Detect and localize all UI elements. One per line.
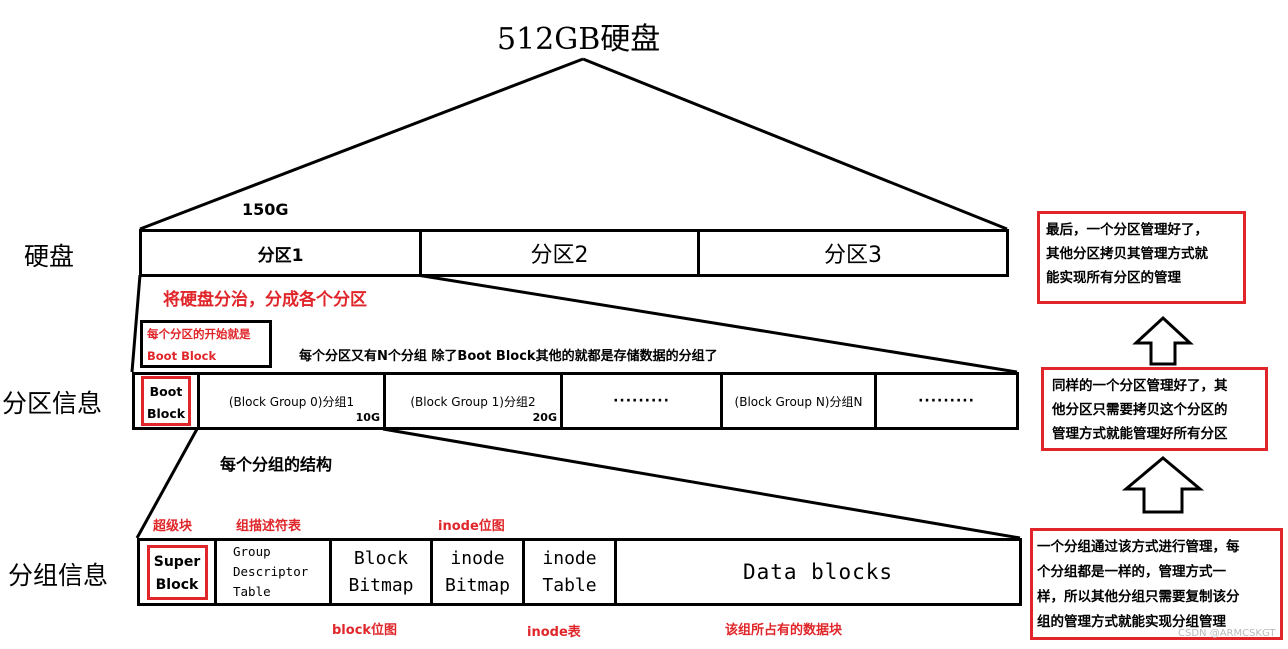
block-group-1-label: (Block Group 1)分组2: [410, 394, 536, 409]
block-group-0-label: (Block Group 0)分组1: [228, 394, 355, 409]
row-label-group: 分组信息: [8, 561, 109, 590]
note-middle-line1: 同样的一个分区管理好了，其: [1052, 378, 1228, 394]
note-top-line3: 能实现所有分区的管理: [1046, 270, 1181, 286]
block-group-0-size: 10G: [355, 411, 380, 424]
arrow-up-icon: [1132, 315, 1194, 366]
note-middle-line2: 他分区只需要拷贝这个分区的: [1052, 402, 1228, 418]
super-block-line2: Block: [155, 576, 199, 593]
note-bottom-line1: 一个分组通过该方式进行管理，每: [1037, 539, 1240, 555]
inode-bitmap: inode Bitmap: [433, 541, 525, 603]
gdt-line1: Group: [233, 544, 271, 559]
group-right-line: [382, 427, 1021, 540]
partition-2: 分区2: [422, 232, 700, 274]
boot-block-cell: Boot Block: [135, 375, 200, 427]
super-block: Super Block: [146, 544, 208, 600]
split-disk-annotation: 将硬盘分治，分成各个分区: [163, 290, 367, 310]
inode-bitmap-line1: inode: [450, 548, 505, 569]
label-inode-table: inode表: [527, 625, 581, 640]
block-group-n: (Block Group N)分组N: [723, 375, 877, 427]
gdt-line2: Descriptor: [233, 564, 309, 579]
group-bar: Super Block Group Descriptor Table Block…: [137, 538, 1022, 606]
row-label-partition: 分区信息: [2, 389, 103, 418]
note-bottom-line4: 组的管理方式就能实现分组管理: [1037, 614, 1226, 630]
ellipsis-cell-1: ·········: [563, 375, 723, 427]
block-group-0: (Block Group 0)分组1 10G: [200, 375, 386, 427]
partition-left-line: [130, 274, 142, 373]
partition-bar: Boot Block (Block Group 0)分组1 10G (Block…: [132, 372, 1019, 430]
note-bottom: 一个分组通过该方式进行管理，每 个分组都是一样的，管理方式一 样，所以其他分组只…: [1030, 528, 1283, 640]
gdt-line3: Table: [233, 584, 271, 599]
boot-block-line1: Boot: [149, 384, 183, 399]
label-block-bitmap: block位图: [332, 623, 398, 638]
group-note: 每个分区又有N个分组 除了Boot Block其他的就都是存储数据的分组了: [299, 349, 718, 364]
block-group-1: (Block Group 1)分组2 20G: [386, 375, 563, 427]
label-super-block: 超级块: [153, 519, 193, 534]
super-block-cell: Super Block: [140, 541, 217, 603]
label-inode-bitmap: inode位图: [438, 519, 505, 534]
row-label-disk: 硬盘: [24, 242, 75, 271]
note-middle-line3: 管理方式就能管理好所有分区: [1052, 426, 1228, 442]
disk-left-line: [139, 57, 584, 231]
watermark: CSDN @ARMCSKGT: [1178, 628, 1276, 639]
inode-table-line1: inode: [542, 548, 597, 569]
block-group-1-size: 20G: [532, 411, 557, 424]
note-bottom-line3: 样，所以其他分组只需要复制该分: [1037, 589, 1240, 605]
super-block-line1: Super: [153, 553, 201, 570]
partition-3: 分区3: [824, 243, 882, 268]
label-data-blocks: 该组所占有的数据块: [725, 623, 843, 638]
boot-block: Boot Block: [141, 376, 191, 426]
block-bitmap: Block Bitmap: [332, 541, 433, 603]
note-middle: 同样的一个分区管理好了，其 他分区只需要拷贝这个分区的 管理方式就能管理好所有分…: [1041, 367, 1268, 451]
note-top: 最后，一个分区管理好了， 其他分区拷贝其管理方式就 能实现所有分区的管理: [1037, 211, 1246, 304]
group-structure-label: 每个分组的结构: [220, 455, 333, 474]
ellipsis-cell-2: ·········: [918, 393, 975, 409]
inode-table: inode Table: [525, 541, 617, 603]
data-blocks: Data blocks: [742, 560, 894, 584]
inode-table-line2: Table: [542, 575, 597, 596]
group-left-line: [135, 428, 199, 539]
inode-bitmap-line2: Bitmap: [444, 575, 511, 596]
block-bitmap-line1: Block: [353, 548, 409, 569]
disk-size-label: 150G: [242, 200, 289, 219]
partition-1: 分区1: [142, 232, 422, 274]
boot-block-note: 每个分区的开始就是 Boot Block: [140, 320, 272, 368]
group-descriptor-table: Group Descriptor Table: [217, 541, 332, 603]
boot-block-note-line2: Boot Block: [147, 349, 217, 363]
disk-bar: 分区1 分区2 分区3: [139, 229, 1009, 277]
note-top-line1: 最后，一个分区管理好了，: [1046, 222, 1208, 238]
note-bottom-line2: 个分组都是一样的，管理方式一: [1037, 564, 1226, 580]
block-bitmap-line2: Bitmap: [348, 575, 414, 596]
note-top-line2: 其他分区拷贝其管理方式就: [1046, 246, 1208, 262]
label-gdt: 组描述符表: [236, 519, 302, 534]
disk-right-line: [582, 57, 1008, 231]
page-title: 512GB硬盘: [497, 22, 661, 57]
arrow-up-icon: [1121, 456, 1205, 514]
boot-block-note-line1: 每个分区的开始就是: [147, 327, 251, 341]
boot-block-line2: Block: [146, 406, 186, 421]
partition-right-line: [416, 273, 1018, 374]
